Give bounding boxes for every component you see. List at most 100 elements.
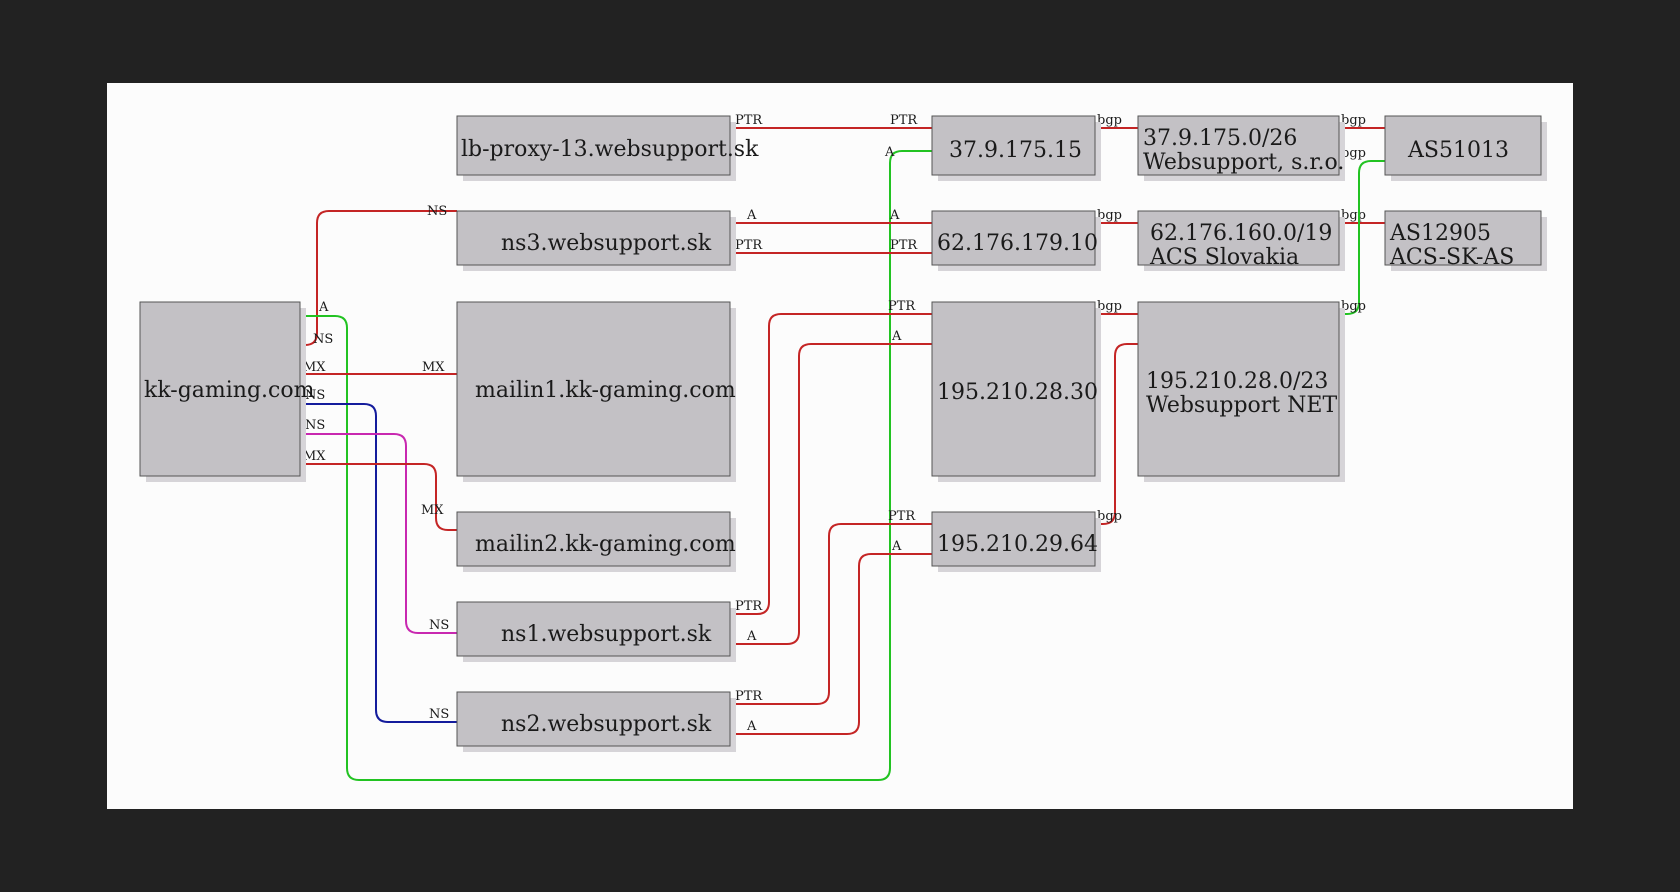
edge-label: A xyxy=(318,300,329,315)
node-label: kk-gaming.com xyxy=(144,378,315,403)
edge-kk-ns3: NS NS xyxy=(300,204,457,347)
edge-kk-ip1: AA xyxy=(300,145,932,781)
node-label: lb-proxy-13.websupport.sk xyxy=(461,137,759,162)
edge-label: PTR xyxy=(890,113,918,128)
edge-label: A xyxy=(891,539,902,554)
node-label: ACS-SK-AS xyxy=(1389,245,1514,270)
edge-kk-ns1: NS NS xyxy=(300,418,457,634)
node-box xyxy=(1384,210,1542,266)
node-box xyxy=(931,115,1096,176)
edge-label: MX xyxy=(303,360,326,375)
node-box xyxy=(1384,115,1542,176)
edge-label: bgp xyxy=(1341,146,1366,161)
node-box xyxy=(456,601,731,657)
edge-label: NS xyxy=(429,618,449,633)
node-ns1[interactable]: ns1.websupport.sk xyxy=(456,601,736,662)
edge-label: bgp xyxy=(1097,509,1122,524)
node-box xyxy=(931,511,1096,567)
node-ns2[interactable]: ns2.websupport.sk xyxy=(456,691,736,752)
edge-net2-as2: bgp xyxy=(1339,208,1385,224)
edge-net1-as1: bgp xyxy=(1339,113,1385,129)
edge-label: A xyxy=(889,208,900,223)
edge-label: MX xyxy=(421,503,444,518)
node-box xyxy=(456,210,731,266)
node-box xyxy=(1137,115,1340,176)
edge-line xyxy=(730,313,932,615)
edge-label: NS xyxy=(313,332,333,347)
node-box xyxy=(1137,210,1340,266)
node-box xyxy=(931,301,1096,477)
edge-label: bgp xyxy=(1341,299,1366,314)
edge-line xyxy=(300,433,457,634)
nodes-layer: kk-gaming.com lb-proxy-13.websupport.sk ns… xyxy=(139,115,1547,752)
node-box xyxy=(456,115,731,176)
node-as1[interactable]: AS51013 xyxy=(1384,115,1547,181)
edge-label: PTR xyxy=(735,689,763,704)
node-lbproxy[interactable]: lb-proxy-13.websupport.sk xyxy=(456,115,759,181)
node-ip2[interactable]: 62.176.179.10 xyxy=(931,210,1101,271)
edge-label: bgp xyxy=(1097,113,1122,128)
node-label: ns3.websupport.sk xyxy=(501,231,712,256)
node-box xyxy=(1137,301,1340,477)
edge-kk-mailin2: MX MX xyxy=(300,449,457,531)
edge-label: NS xyxy=(305,388,325,403)
node-label: ns1.websupport.sk xyxy=(501,622,712,647)
edge-kk-mailin1: MX MX xyxy=(300,360,457,375)
node-label: 62.176.179.10 xyxy=(937,231,1098,256)
node-label: ns2.websupport.sk xyxy=(501,712,712,737)
edge-label: PTR xyxy=(888,299,916,314)
edge-label: bgp xyxy=(1097,299,1122,314)
edge-ns1-ip3-a: AA xyxy=(730,329,932,645)
node-label: 195.210.28.30 xyxy=(937,380,1098,405)
edge-label: NS xyxy=(305,418,325,433)
edge-label: MX xyxy=(422,360,445,375)
edge-label: bgp xyxy=(1097,208,1122,223)
node-label: 62.176.160.0/19 xyxy=(1150,221,1332,246)
edge-line xyxy=(300,150,932,781)
edge-net3-as1: bgp xyxy=(1339,160,1385,315)
edge-label: NS xyxy=(427,204,447,219)
edge-line xyxy=(730,523,932,705)
node-mailin2[interactable]: mailin2.kk-gaming.com xyxy=(456,511,736,572)
node-ip4[interactable]: 195.210.29.64 xyxy=(931,511,1101,572)
node-ns3[interactable]: ns3.websupport.sk xyxy=(456,210,736,271)
edge-label: A xyxy=(884,145,895,160)
edge-label: A xyxy=(746,208,757,223)
edge-label: A xyxy=(746,719,757,734)
edge-ip3-net3: bgp xyxy=(1095,299,1138,315)
edge-label: A xyxy=(746,629,757,644)
edge-line xyxy=(1095,343,1138,525)
node-ip1[interactable]: 37.9.175.15 xyxy=(931,115,1101,181)
edge-label: PTR xyxy=(735,238,763,253)
node-label: Websupport, s.r.o. xyxy=(1143,150,1344,175)
edge-kk-ns2: NS NS xyxy=(300,388,457,723)
node-kk[interactable]: kk-gaming.com xyxy=(139,301,315,482)
node-ip3[interactable]: 195.210.28.30 xyxy=(931,301,1101,482)
node-box xyxy=(456,511,731,567)
edge-ns2-ip4-a: AA xyxy=(730,539,932,735)
edge-net1-as1-b: bgp xyxy=(1341,146,1366,161)
node-box xyxy=(139,301,301,477)
node-label: AS12905 xyxy=(1389,221,1491,246)
edge-label: MX xyxy=(303,449,326,464)
node-label: 195.210.29.64 xyxy=(937,532,1098,557)
edge-ip4-net3: bgp xyxy=(1095,343,1138,525)
node-mailin1[interactable]: mailin1.kk-gaming.com xyxy=(456,301,736,482)
edge-ip1-net1: bgp xyxy=(1095,113,1138,129)
edge-line xyxy=(300,403,457,723)
node-label: mailin2.kk-gaming.com xyxy=(475,532,736,557)
node-label: mailin1.kk-gaming.com xyxy=(475,378,736,403)
edge-label: PTR xyxy=(890,238,918,253)
